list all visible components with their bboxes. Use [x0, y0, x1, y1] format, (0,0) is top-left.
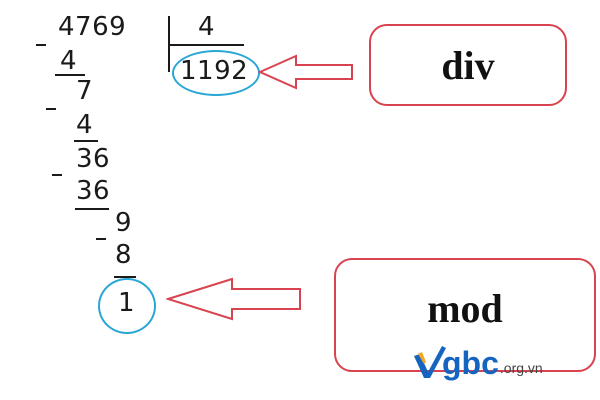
minus-sign — [96, 238, 106, 240]
quotient: 1192 — [180, 56, 249, 86]
quotient-highlight-circle — [172, 50, 260, 96]
minus-sign — [36, 44, 46, 46]
arrow-left-icon — [258, 54, 353, 90]
div-label: div — [441, 42, 495, 88]
watermark-brand: gbc — [442, 345, 499, 381]
step-2-remainder: 36 — [76, 144, 111, 174]
watermark-domain: .org.vn — [499, 360, 543, 376]
mod-label: mod — [427, 285, 503, 331]
step-2-underline — [74, 140, 98, 142]
final-remainder: 1 — [118, 288, 136, 318]
step-3-remainder: 9 — [115, 208, 133, 238]
minus-sign — [52, 174, 62, 176]
div-label-box: div — [369, 24, 567, 106]
step-4-subtrahend: 8 — [115, 240, 133, 270]
step-1-remainder: 7 — [76, 76, 94, 106]
step-4-underline — [114, 276, 136, 278]
step-3-subtrahend: 36 — [76, 176, 111, 206]
step-1-subtrahend: 4 — [60, 46, 78, 76]
step-2-subtrahend: 4 — [76, 110, 94, 140]
arrow-left-icon — [166, 277, 301, 321]
dividend: 4769 — [58, 12, 127, 42]
step-1-underline — [55, 74, 85, 76]
division-bracket-horizontal — [168, 44, 244, 46]
mod-label-box: mod — [334, 258, 596, 372]
vgbc-v-logo-icon — [414, 346, 446, 378]
vgbc-watermark-logo: gbc .org.vn — [412, 344, 543, 381]
step-3-underline — [75, 208, 109, 210]
divisor: 4 — [198, 12, 216, 42]
minus-sign — [46, 108, 56, 110]
remainder-highlight-circle — [98, 278, 156, 334]
